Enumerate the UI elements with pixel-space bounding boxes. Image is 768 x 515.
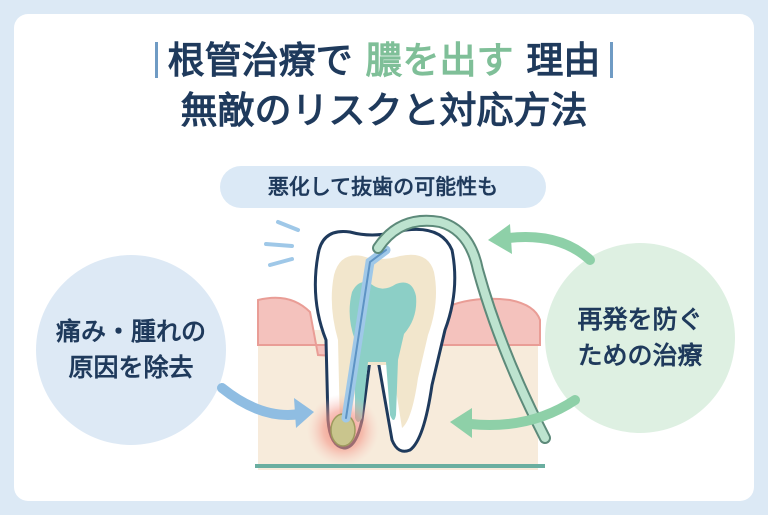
root-canal-file-core xyxy=(345,249,387,419)
upper-right-arrow xyxy=(503,231,595,265)
title-line-2: 無敵のリスクと対応方法 xyxy=(180,89,588,132)
lower-right-arrow-head xyxy=(450,408,472,438)
right-label-circle: 再発を防ぐ ための治療 xyxy=(545,243,735,433)
right-label-line-1: 再発を防ぐ xyxy=(577,304,703,334)
right-label-line-2: ための治療 xyxy=(577,341,703,370)
lower-right-arrow xyxy=(465,395,580,430)
title-bar-left xyxy=(154,42,158,78)
gum xyxy=(257,296,541,362)
irrigation-tube xyxy=(374,216,549,442)
title-part-2: 理由 xyxy=(526,39,601,82)
spark-lines xyxy=(264,220,300,267)
title-accent: 膿を出す xyxy=(365,39,514,82)
subtitle-pill: 悪化して抜歯の可能性も xyxy=(220,166,546,208)
upper-right-arrow-head xyxy=(488,224,512,254)
title-line-1: 根管治療で 膿を出す 理由 xyxy=(0,42,768,79)
title-bar-right xyxy=(610,42,614,78)
left-arrow-head xyxy=(294,398,314,428)
left-label-circle: 痛み・腫れの 原因を除去 xyxy=(36,255,226,445)
title-part-1: 根管治療で xyxy=(167,39,353,82)
pulp xyxy=(349,282,417,422)
left-label-line-1: 痛み・腫れの xyxy=(55,316,206,346)
left-arrow xyxy=(217,383,305,420)
left-label-line-2: 原因を除去 xyxy=(68,353,194,382)
